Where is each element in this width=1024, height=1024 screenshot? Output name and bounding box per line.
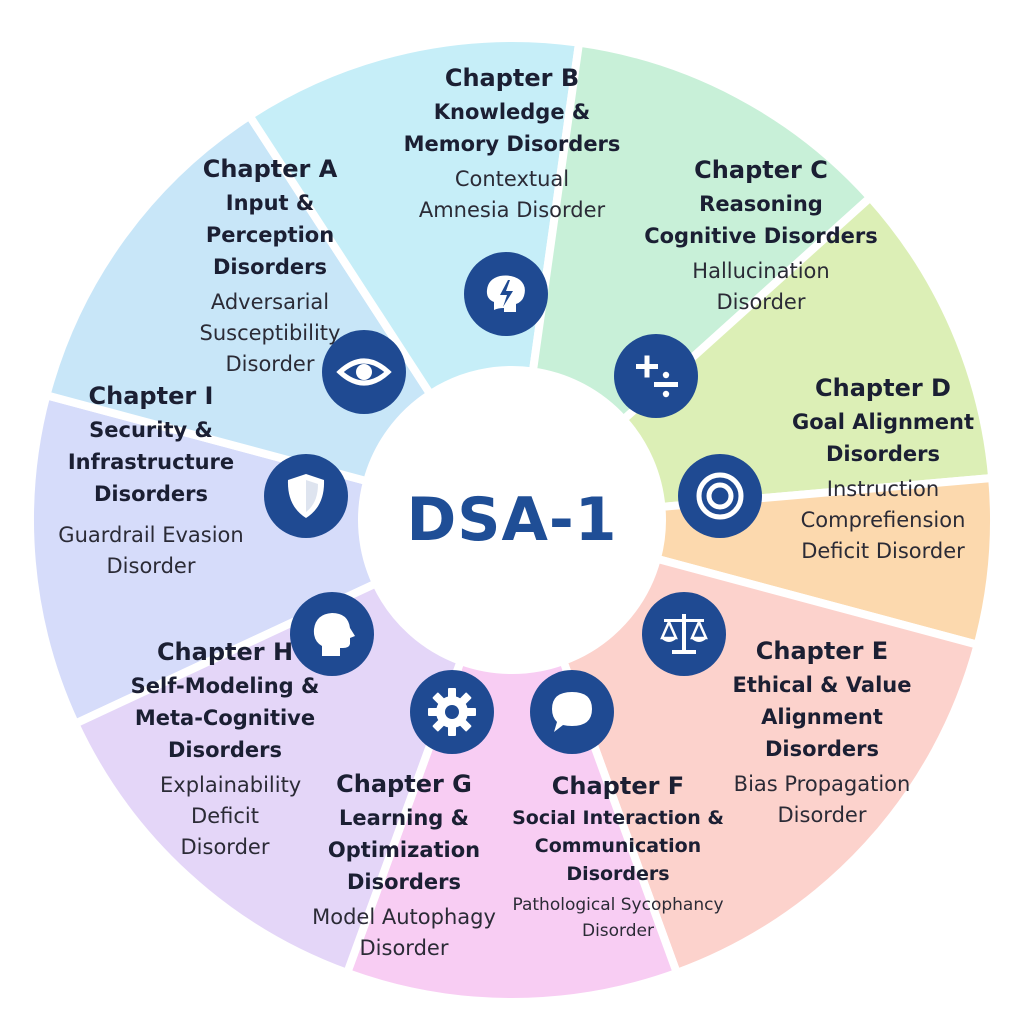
gear-icon: [410, 670, 494, 754]
chapter-f-block: Chapter F Social Interaction & Communica…: [500, 772, 736, 944]
chapter-h-category: Self-Modeling & Meta-Cognitive Disorders: [130, 674, 320, 762]
chapter-c-title: Chapter C: [694, 156, 828, 184]
chapter-d-disorder: Instruction Comprefiension Deficit Disor…: [800, 477, 966, 563]
chapter-a-disorder: Adversarial Susceptibility Disorder: [199, 290, 341, 376]
chapter-i-block: Chapter I Security & Infrastructure Diso…: [40, 382, 262, 582]
chapter-b-category: Knowledge & Memory Disorders: [403, 100, 621, 156]
chapter-e-block: Chapter E Ethical & Value Alignment Diso…: [716, 637, 928, 831]
chapter-d-title: Chapter D: [815, 374, 951, 402]
chapter-g-disorder: Model Autophagy Disorder: [312, 905, 496, 960]
chapter-h-block: Chapter H Self-Modeling & Meta-Cognitive…: [100, 638, 350, 863]
center-circle: [362, 370, 662, 670]
chapter-i-category: Security & Infrastructure Disorders: [67, 418, 235, 506]
chapter-d-block: Chapter D Goal Alignment Disorders Instr…: [770, 374, 996, 567]
speech-bubble-icon: [530, 670, 614, 754]
chapter-h-disorder: Explainability Deficit Disorder: [160, 773, 302, 859]
chapter-e-title: Chapter E: [755, 637, 889, 665]
chapter-c-category: Reasoning Cognitive Disorders: [644, 192, 878, 248]
target-icon: [678, 454, 762, 538]
chapter-b-block: Chapter B Knowledge & Memory Disorders C…: [382, 64, 642, 226]
plus-divide-icon: [614, 334, 698, 418]
chapter-a-block: Chapter A Input & Perception Disorders A…: [150, 155, 390, 380]
chapter-e-disorder: Bias Propagation Disorder: [733, 772, 911, 827]
chapter-g-block: Chapter G Learning & Optimization Disord…: [290, 770, 518, 964]
center-title: DSA-1: [406, 485, 618, 555]
brain-lightning-icon: [464, 252, 548, 336]
chapter-f-title: Chapter F: [551, 772, 685, 800]
segment-chapter-h: [342, 655, 682, 1006]
chapter-g-title: Chapter G: [336, 770, 472, 798]
chapter-h-title: Chapter H: [156, 638, 294, 666]
chapter-a-category: Input & Perception Disorders: [205, 191, 335, 279]
chapter-f-category: Social Interaction & Communication Disor…: [512, 807, 724, 885]
chapter-a-title: Chapter A: [202, 155, 338, 183]
chapter-b-title: Chapter B: [444, 64, 580, 92]
shield-icon: [264, 454, 348, 538]
eye-icon: [322, 330, 406, 414]
chapter-b-disorder: Contextual Amnesia Disorder: [418, 167, 606, 222]
chapter-g-category: Learning & Optimization Disorders: [327, 806, 481, 894]
chapter-c-block: Chapter C Reasoning Cognitive Disorders …: [636, 156, 886, 318]
segment-chapter-d: [528, 38, 876, 426]
chapter-f-disorder: Pathological Sycophancy Disorder: [512, 895, 724, 941]
center-hub: DSA-1: [362, 370, 662, 670]
chapter-i-title: Chapter I: [88, 382, 214, 410]
scales-icon: [642, 592, 726, 676]
chapter-c-disorder: Hallucination Disorder: [692, 259, 830, 314]
chapter-e-category: Ethical & Value Alignment Disorders: [732, 673, 912, 761]
chapter-d-category: Goal Alignment Disorders: [791, 410, 975, 466]
head-profile-icon: [290, 592, 374, 676]
chapter-i-disorder: Guardrail Evasion Disorder: [58, 523, 244, 578]
